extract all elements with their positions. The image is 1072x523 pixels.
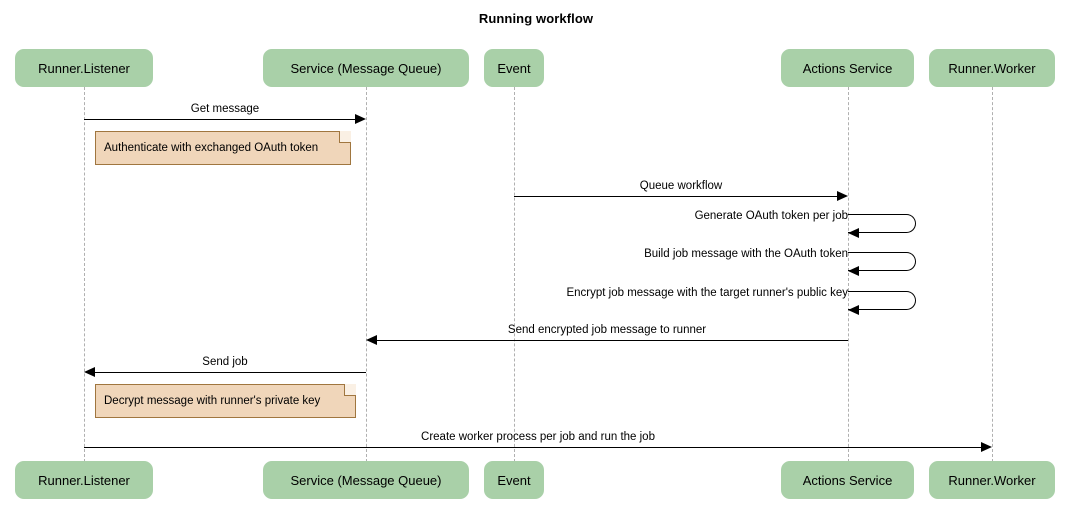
participant-runner-listener-top[interactable]: Runner.Listener: [15, 49, 153, 87]
participant-runner-listener-bottom[interactable]: Runner.Listener: [15, 461, 153, 499]
lifeline-runner-worker: [992, 87, 993, 462]
participant-runner-worker-top[interactable]: Runner.Worker: [929, 49, 1055, 87]
note-fold-icon: [344, 384, 356, 396]
lifeline-service-message-queue: [366, 87, 367, 462]
arrowhead-send-encrypted-job-message: [366, 335, 377, 345]
participant-event-top[interactable]: Event: [484, 49, 544, 87]
note-authenticate: Authenticate with exchanged OAuth token: [95, 131, 351, 165]
message-line-create-worker-process: [84, 447, 982, 448]
arrowhead-queue-workflow: [837, 191, 848, 201]
message-line-queue-workflow: [514, 196, 838, 197]
message-label-generate-oauth-token: Generate OAuth token per job: [694, 210, 848, 222]
arrowhead-create-worker-process: [981, 442, 992, 452]
arrowhead-send-job: [84, 367, 95, 377]
note-fold-icon: [339, 131, 351, 143]
note-decrypt: Decrypt message with runner's private ke…: [95, 384, 356, 418]
message-label-create-worker-process: Create worker process per job and run th…: [421, 431, 655, 443]
participant-event-bottom[interactable]: Event: [484, 461, 544, 499]
message-label-queue-workflow: Queue workflow: [639, 180, 723, 192]
participant-service-message-queue-top[interactable]: Service (Message Queue): [263, 49, 469, 87]
arrowhead-get-message: [355, 114, 366, 124]
participant-runner-worker-bottom[interactable]: Runner.Worker: [929, 461, 1055, 499]
lifeline-event: [514, 87, 515, 462]
selfloop-encrypt-job-message: [848, 291, 916, 310]
participant-actions-service-bottom[interactable]: Actions Service: [781, 461, 914, 499]
participant-actions-service-top[interactable]: Actions Service: [781, 49, 914, 87]
message-label-send-job: Send job: [202, 356, 248, 368]
participant-service-message-queue-bottom[interactable]: Service (Message Queue): [263, 461, 469, 499]
selfloop-generate-oauth-token: [848, 214, 916, 233]
message-label-build-job-message: Build job message with the OAuth token: [644, 248, 848, 260]
arrowhead-encrypt-job-message: [848, 305, 859, 315]
message-line-send-encrypted-job-message: [377, 340, 848, 341]
arrowhead-generate-oauth-token: [848, 228, 859, 238]
arrowhead-build-job-message: [848, 266, 859, 276]
page-title: Running workflow: [478, 11, 594, 26]
selfloop-build-job-message: [848, 252, 916, 271]
message-label-send-encrypted-job-message: Send encrypted job message to runner: [507, 324, 707, 336]
message-label-get-message: Get message: [190, 103, 260, 115]
lifeline-runner-listener: [84, 87, 85, 462]
message-line-send-job: [95, 372, 366, 373]
message-label-encrypt-job-message: Encrypt job message with the target runn…: [566, 287, 848, 299]
message-line-get-message: [84, 119, 356, 120]
